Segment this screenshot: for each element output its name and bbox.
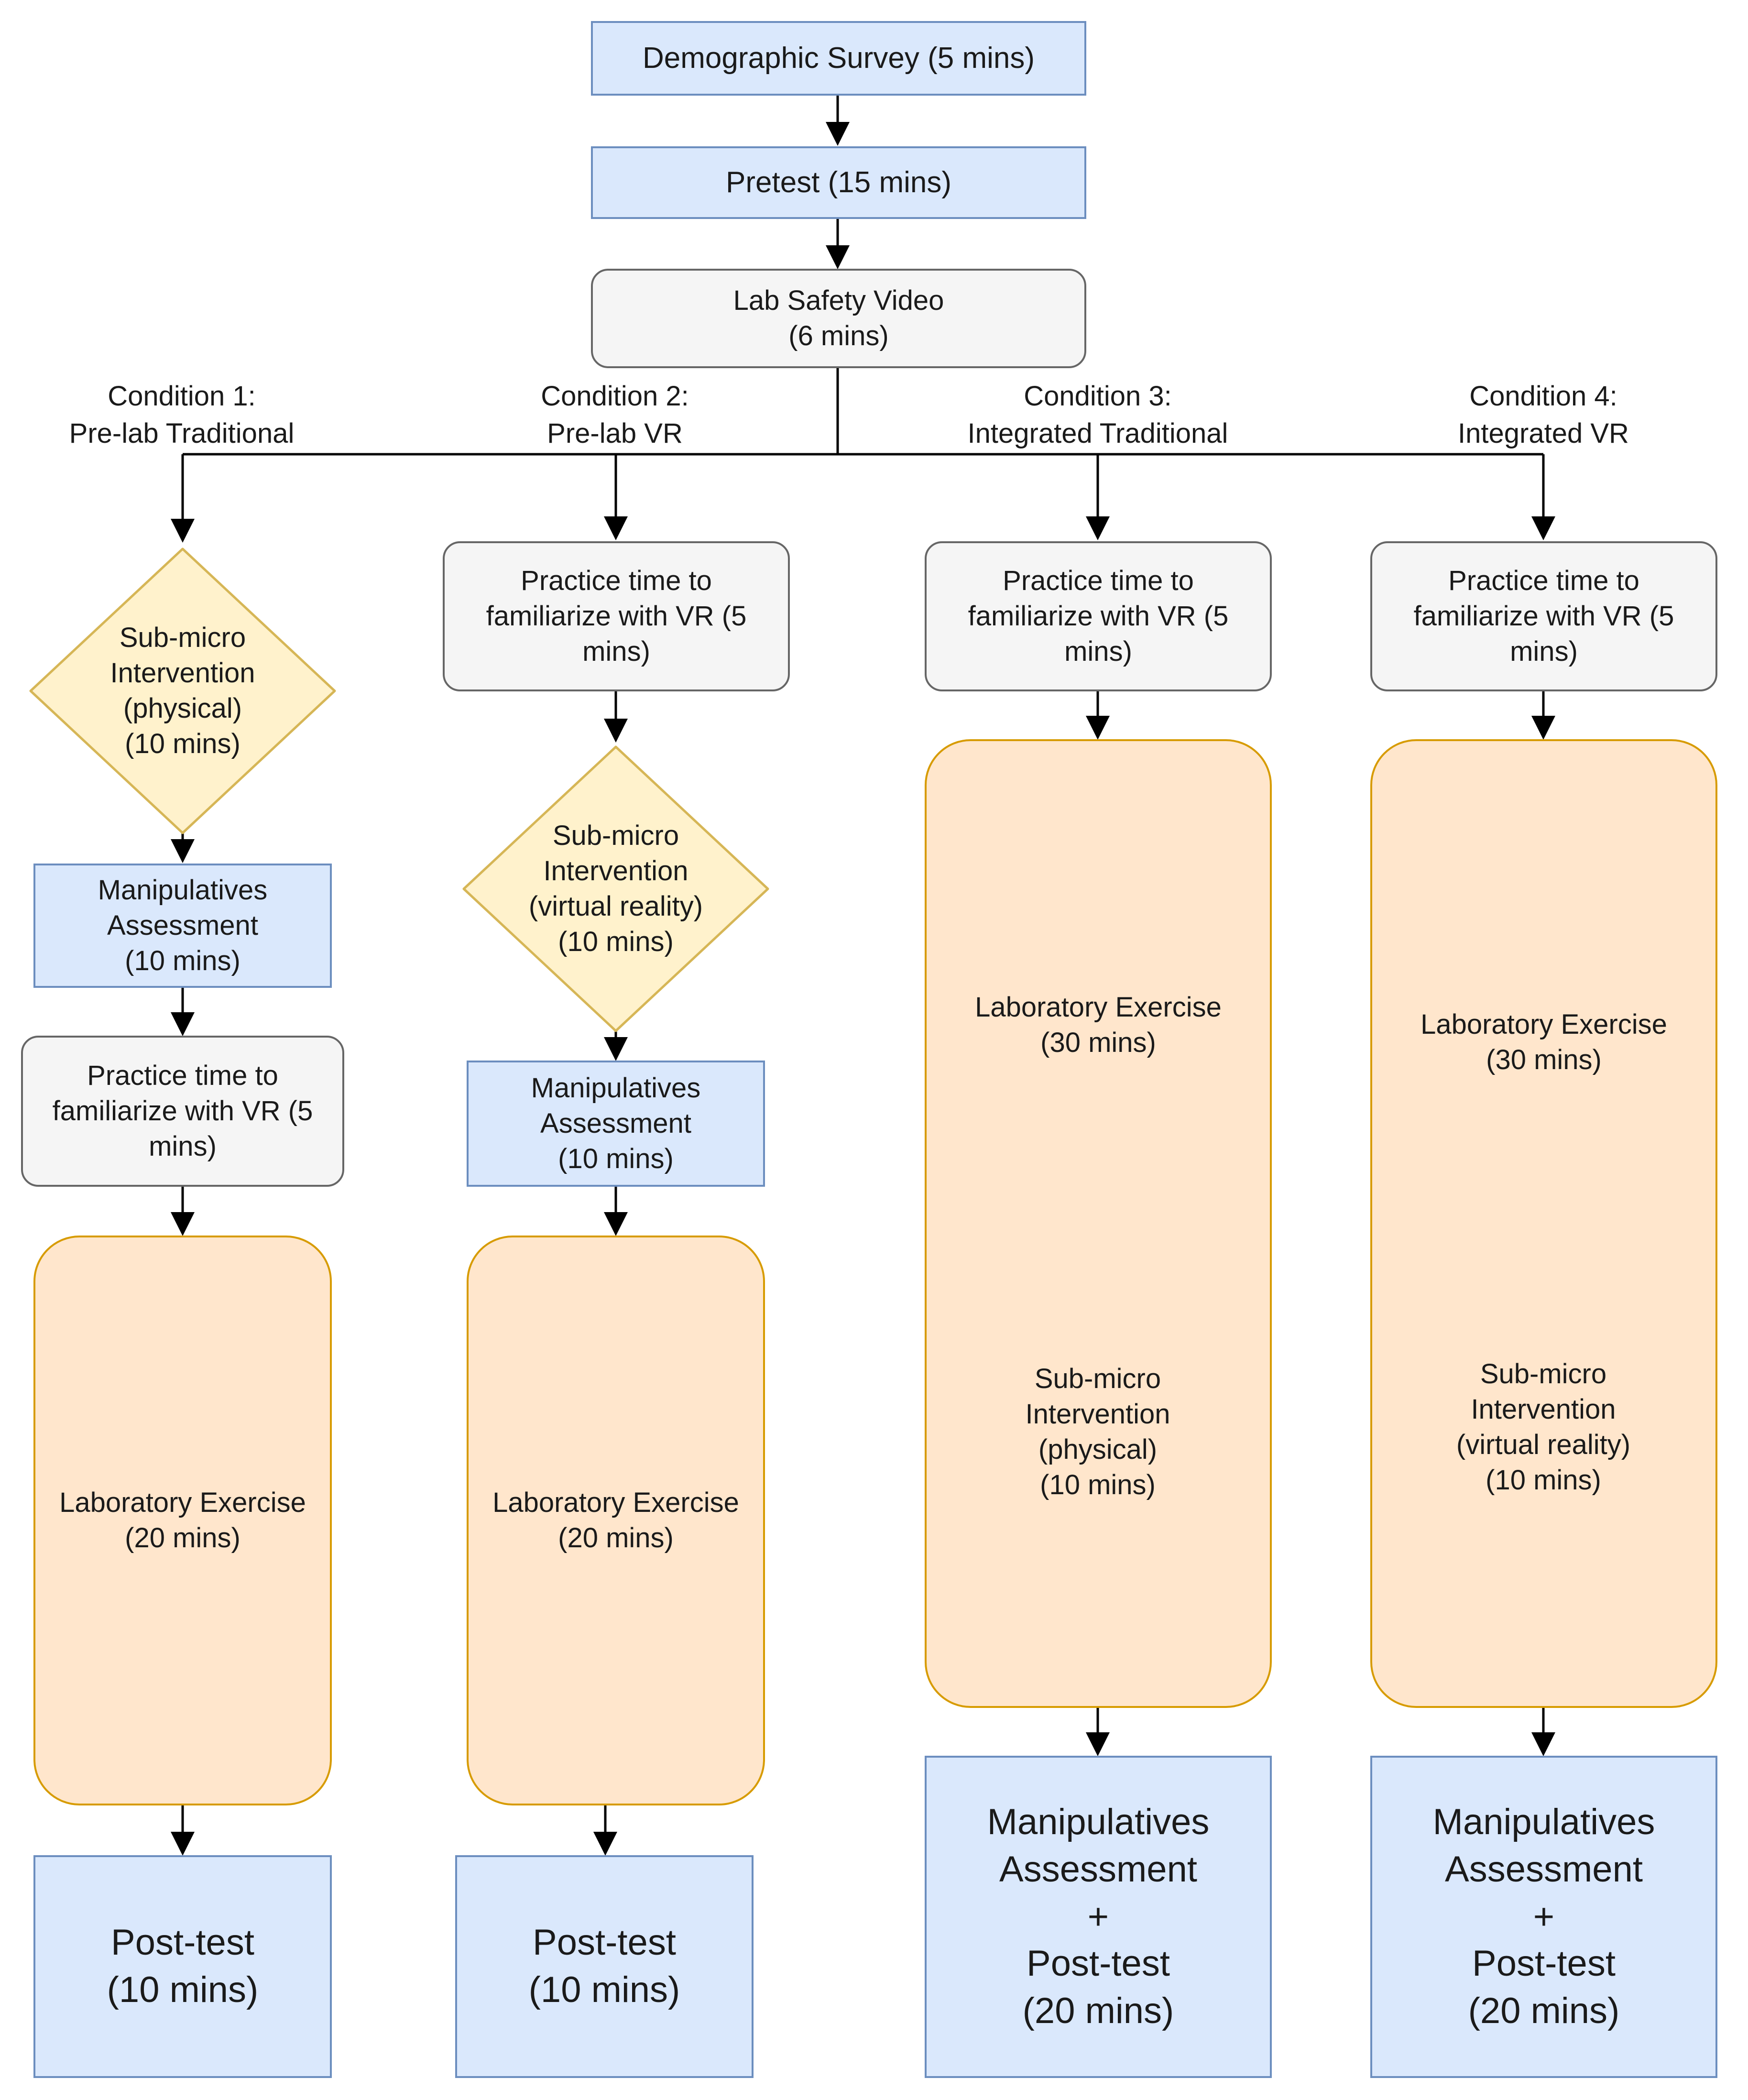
condition-1-header: Condition 1: Pre-lab Traditional [69,381,295,449]
condition-3-header: Condition 3: Integrated Traditional [967,381,1228,449]
demographic-survey-box: Demographic Survey (5 mins) [591,21,1086,96]
c1-lab-exercise-label: Laboratory Exercise (20 mins) [59,1487,306,1553]
c1-intervention-diamond [29,547,336,834]
c4-post-test-box: Manipulatives Assessment + Post-test (20… [1370,1756,1717,2078]
c4-practice-label: Practice time to familiarize with VR (5 … [1413,565,1674,667]
c2-intervention-label: Sub-micro Intervention (virtual reality)… [528,820,703,957]
c1-manipulatives-label: Manipulatives Assessment (10 mins) [98,874,268,977]
c4-lab-exercise-box: Laboratory Exercise (30 mins) [1370,739,1717,1708]
c4-intervention-label: Sub-micro Intervention (virtual reality)… [1456,1358,1631,1496]
c2-lab-exercise-label: Laboratory Exercise (20 mins) [492,1487,739,1553]
c3-post-test-label: Manipulatives Assessment + Post-test (20… [987,1802,1210,2032]
c3-post-test-box: Manipulatives Assessment + Post-test (20… [925,1756,1272,2078]
pretest-box: Pretest (15 mins) [591,146,1086,219]
lab-safety-video-label: Lab Safety Video (6 mins) [733,284,944,351]
c2-intervention-diamond [462,745,769,1032]
c1-post-test-label: Post-test (10 mins) [107,1922,259,2010]
c2-post-test-box: Post-test (10 mins) [455,1855,754,2078]
c2-practice-label: Practice time to familiarize with VR (5 … [486,565,747,667]
c4-post-test-label: Manipulatives Assessment + Post-test (20… [1432,1802,1655,2032]
demographic-survey-label: Demographic Survey (5 mins) [642,42,1035,75]
condition-4-header: Condition 4: Integrated VR [1458,381,1629,449]
c1-practice-label: Practice time to familiarize with VR (5 … [52,1060,313,1162]
c1-intervention-label: Sub-micro Intervention (physical) (10 mi… [110,622,255,759]
c3-practice-box: Practice time to familiarize with VR (5 … [925,541,1272,691]
c1-post-test-box: Post-test (10 mins) [33,1855,332,2078]
c1-practice-box: Practice time to familiarize with VR (5 … [21,1036,344,1187]
c1-manipulatives-box: Manipulatives Assessment (10 mins) [33,864,332,988]
c2-practice-box: Practice time to familiarize with VR (5 … [443,541,790,691]
c1-lab-exercise-box: Laboratory Exercise (20 mins) [33,1236,332,1805]
c3-lab-exercise-label: Laboratory Exercise (30 mins) [975,992,1222,1059]
c2-lab-exercise-box: Laboratory Exercise (20 mins) [467,1236,765,1805]
c4-practice-box: Practice time to familiarize with VR (5 … [1370,541,1717,691]
c2-manipulatives-box: Manipulatives Assessment (10 mins) [467,1061,765,1187]
c2-post-test-label: Post-test (10 mins) [528,1922,680,2010]
lab-safety-video-box: Lab Safety Video (6 mins) [591,269,1086,368]
c4-lab-exercise-label: Laboratory Exercise (30 mins) [1420,1009,1667,1076]
pretest-label: Pretest (15 mins) [725,166,952,199]
c3-practice-label: Practice time to familiarize with VR (5 … [968,565,1229,667]
c3-lab-exercise-box: Laboratory Exercise (30 mins) [925,739,1272,1708]
condition-2-header: Condition 2: Pre-lab VR [541,381,689,449]
c2-manipulatives-label: Manipulatives Assessment (10 mins) [531,1072,701,1175]
c3-intervention-label: Sub-micro Intervention (physical) (10 mi… [1025,1363,1170,1500]
